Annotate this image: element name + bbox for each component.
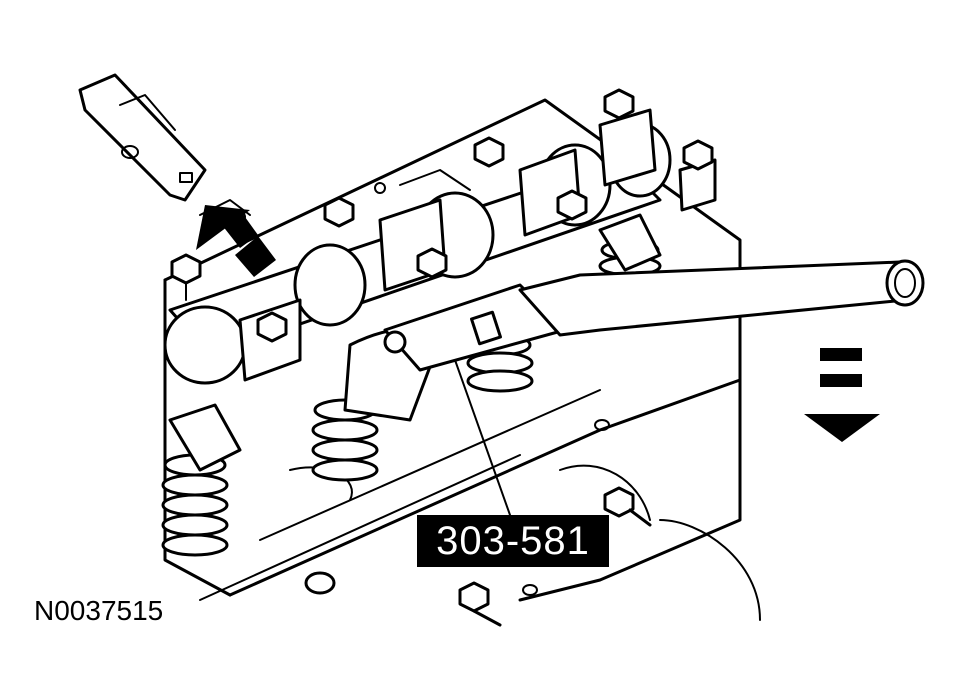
- dashed-arrow-up-left-icon: [196, 205, 276, 277]
- bolt-icon: [556, 189, 588, 221]
- dashed-arrow-down-icon: [804, 348, 880, 442]
- special-tool-303-581: [343, 259, 925, 516]
- bolt-icon: [473, 136, 505, 168]
- figure-id-label: N0037515: [34, 595, 164, 626]
- tool-callout-label: 303-581: [436, 519, 590, 563]
- bolt-icon: [416, 247, 448, 279]
- bolt-icon: [682, 139, 714, 171]
- bolt-icon: [603, 486, 652, 527]
- bolt-icon: [170, 253, 202, 301]
- valve-spring-icon: [161, 453, 229, 557]
- bolt-icon: [603, 88, 635, 120]
- rocker-arms: [168, 213, 662, 472]
- bolt-heads: [170, 88, 714, 627]
- bolt-icon: [256, 311, 288, 343]
- bolt-icon: [458, 581, 502, 627]
- removed-rocker-arm: [78, 73, 207, 202]
- tool-callout-box: [417, 515, 609, 567]
- bolt-icon: [323, 196, 355, 228]
